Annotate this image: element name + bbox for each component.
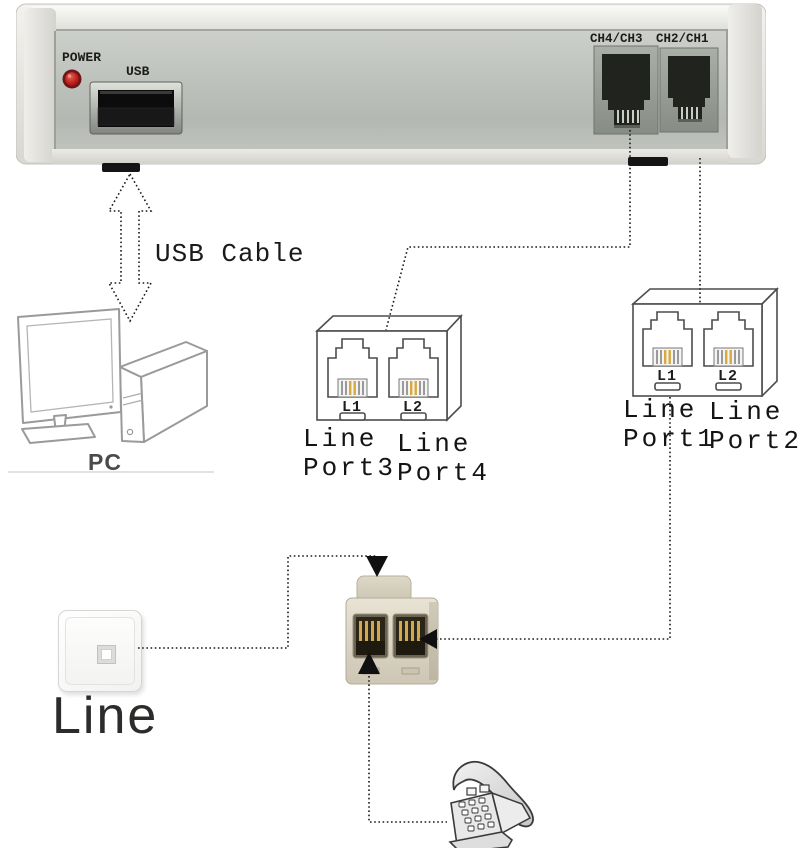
rj11-port-ch2ch1 [659,47,719,133]
caption-line-port2: Line Port2 [709,397,800,456]
jack-l1-label: L1 [342,399,362,416]
pc-monitor [17,308,122,444]
power-label: POWER [62,50,101,65]
jack-l2-label: L2 [403,399,423,416]
ch4-ch3-label: CH4/CH3 [590,32,643,46]
telephone-cradle-tab [479,784,490,793]
wall-socket [58,610,142,692]
jack-l1-label: L1 [657,368,677,385]
latch-slot [339,412,366,421]
usb-label: USB [126,64,150,79]
splitter-jack-right [392,613,429,659]
usb-recorder-device: POWER USB CH4/CH3 CH2/CH1 [16,3,766,172]
rj11-jack-l1 [327,338,378,398]
rj11-splitter [345,575,439,685]
caption-line-port1: Line Port1 [623,395,717,454]
wall-socket-plate [65,617,135,685]
wall-socket-jack-hole [101,649,112,660]
rj11-jack-l1 [642,311,693,367]
usb-port [89,81,183,135]
rj11-jack-l2 [703,311,754,367]
cable-splitter-to-phone [368,676,447,823]
latch-slot [400,412,427,421]
pc-tower [119,341,208,443]
rj11-port-ch4ch3 [593,45,659,135]
caption-line-port4: Line Port4 [397,429,491,488]
splitter-jack-left [352,613,389,659]
line-port-box-34: L1 L2 [315,313,463,422]
line-port-box-12: L1 L2 [631,287,779,397]
power-led [62,69,82,89]
usb-cable-label: USB Cable [155,239,305,269]
caption-line-port3: Line Port3 [303,424,397,483]
telephone-keypad [458,797,495,832]
device-foot-left [102,163,140,172]
telephone-cradle-tab [466,787,477,796]
phone-line-label: Line [52,687,159,745]
wall-socket-jack [97,645,116,664]
pc-label: PC [88,449,122,475]
pc-drawing [17,308,208,444]
latch-slot [715,382,742,391]
device-foot-right [628,157,668,166]
splitter-slot [401,667,420,675]
telephone [448,760,534,848]
latch-slot [654,382,681,391]
rj11-jack-l2 [388,338,439,398]
pc-underline [8,471,214,473]
usb-cable-arrow [107,172,153,323]
telephone-base [448,831,514,848]
splitter-slot [361,667,380,675]
ch2-ch1-label: CH2/CH1 [656,32,709,46]
jack-l2-label: L2 [718,368,738,385]
